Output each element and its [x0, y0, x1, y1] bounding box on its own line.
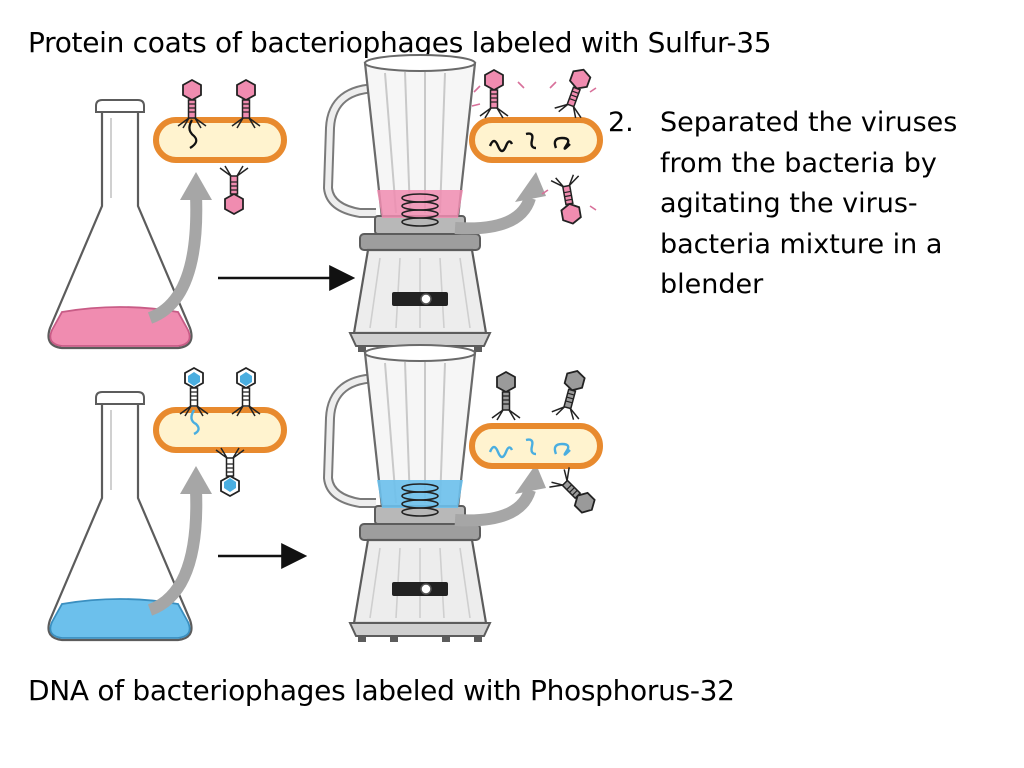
curved-arrow-icon: [454, 195, 536, 235]
step-text-line: blender: [660, 269, 764, 300]
bacteriophage-icon: [179, 367, 209, 417]
bacterium-icon: [156, 410, 284, 450]
curved-arrow-icon: [147, 489, 203, 616]
bacteriophage-icon: [479, 69, 509, 119]
curved-arrow-head-icon: [180, 466, 212, 494]
blender-icon: [328, 345, 490, 642]
step-text-line: Separated the viruses: [660, 107, 958, 138]
step-number: 2.: [608, 107, 634, 138]
curved-arrow-head-icon: [515, 172, 546, 202]
curved-arrow-icon: [454, 487, 536, 527]
curved-arrow-head-icon: [180, 172, 212, 200]
bacteriophage-icon: [219, 165, 249, 215]
bacterium-icon: [156, 120, 284, 160]
step-text-line: from the bacteria by: [660, 147, 937, 179]
phosphorus-experiment-row: [47, 345, 603, 642]
bacteriophage-icon: [549, 172, 588, 227]
bacteriophage-icon: [215, 447, 245, 497]
step-text-line: bacteria mixture in a: [660, 228, 943, 260]
bacteriophage-icon: [491, 371, 521, 421]
curved-arrow-head-icon: [515, 464, 546, 494]
title-sulfur-35: Protein coats of bacteriophages labeled …: [28, 26, 772, 59]
step-text-line: agitating the virus-: [660, 188, 918, 219]
bacteriophage-icon: [550, 366, 592, 422]
bacterium-icon: [472, 120, 600, 160]
sulfur-experiment-row: [47, 55, 601, 352]
curved-arrow-icon: [147, 194, 203, 324]
bacteriophage-icon: [231, 367, 261, 417]
title-phosphorus-32: DNA of bacteriophages labeled with Phosp…: [28, 674, 735, 707]
blender-icon: [328, 55, 490, 352]
bacteriophage-icon: [547, 465, 603, 521]
bacterium-icon: [472, 426, 600, 466]
step-text: Separated the viruses from the bacteria …: [660, 103, 1020, 306]
